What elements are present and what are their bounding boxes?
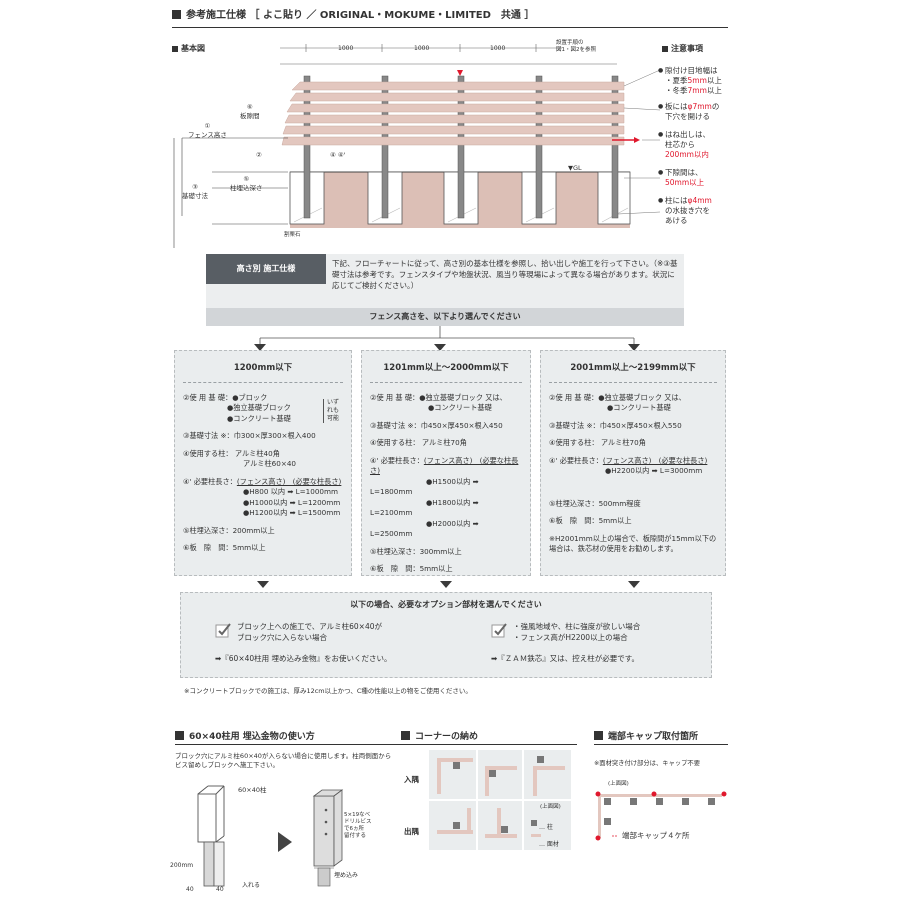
fence-diagram: [173, 44, 661, 248]
note-item: 板にはφ7mmの 下穴を開ける: [658, 102, 732, 122]
spec-size: ③基礎寸法 ※：巾450×厚450×根入550: [549, 420, 682, 430]
dim-note: 設置手順の 図1・図2を参照: [556, 40, 596, 53]
corner-top-view: (上面図): [540, 804, 561, 810]
spec-column-3: 2001mm以上～2199mm以下 ②使 用 基 礎：●独立基礎ブロック 又は、…: [540, 350, 726, 576]
column-title: 1201mm以上～2000mm以下: [370, 363, 522, 383]
corner-out-label: 出隅: [404, 827, 419, 836]
spec-embed: ⑤柱埋込深さ：200mm以上: [183, 525, 275, 535]
options-footnote: ※コンクリートブロックでの施工は、厚み12cm以上かつ、C種の性能以上の物をご使…: [184, 687, 472, 695]
cap-top-view: (上面図): [608, 781, 629, 787]
embed-title: 60×40柱用 埋込金物の使い方: [175, 729, 315, 742]
flow-connector: [254, 326, 640, 351]
spec-base: ②使 用 基 礎：●ブロック ●独立基礎ブロック ●コンクリート基礎 いずれも …: [183, 393, 343, 425]
spec-embed: ⑤柱埋込深さ：500mm程度: [549, 498, 641, 508]
spec-length: ④' 必要柱長さ：(フェンス高さ) (必要な柱長さ) ●H2200以内 ➡ L=…: [549, 455, 708, 476]
dim-40a: 40: [186, 886, 194, 893]
cap-caption: 端部キャップ４ケ所: [622, 831, 690, 840]
embed-screw-label: 5×19なべ ドリルビス で6ヵ所 留付する: [344, 812, 372, 839]
spec-size: ③基礎寸法 ※：巾450×厚450×根入450: [370, 420, 503, 430]
page-header: 参考施工仕様 ［ よこ貼り ／ ORIGINAL・MOKUME・LIMITED …: [172, 8, 728, 28]
spec-embed: ⑤柱埋込深さ：300mm以上: [370, 546, 462, 556]
spec-column-1: 1200mm以下 ②使 用 基 礎：●ブロック ●独立基礎ブロック ●コンクリー…: [174, 350, 352, 576]
note-item: 隙付け目地幅は ・夏季5mm以上 ・冬季7mm以上: [658, 66, 732, 96]
embed-insert-label: 入れる: [242, 882, 261, 889]
notes-square-icon: [662, 46, 668, 52]
check-icon: [491, 621, 509, 642]
corner-diagram: [429, 750, 571, 850]
spec-base: ②使 用 基 礎：●独立基礎ブロック 又は、 ●コンクリート基礎: [370, 392, 507, 413]
down-arrow-icon: [628, 581, 640, 588]
option-right: ・強風地域や、柱に強度が欲しい場合・フェンス高がH2200以上の場合: [513, 622, 641, 642]
page-title: 参考施工仕様 ［ よこ貼り ／ ORIGINAL・MOKUME・LIMITED …: [186, 10, 535, 21]
cap-note: ※面材突き付け部分は、キャップ不要: [594, 760, 701, 767]
option-left: ブロック上への施工で、アルミ柱60×40がブロック穴に入らない場合: [237, 622, 382, 642]
cap-title: 端部キャップ取付箇所: [594, 729, 698, 742]
notes-title: 注意事項: [662, 43, 703, 54]
corner-title: コーナーの納め: [401, 729, 478, 742]
header-square-icon: [172, 10, 181, 19]
spec-post: ④使用する柱： アルミ柱40角 アルミ柱60×40: [183, 448, 296, 469]
options-title: 以下の場合、必要なオプション部材を選んでください: [350, 600, 542, 609]
check-icon: [215, 621, 233, 642]
spec-gap: ⑥板 隙 間：5mm以上: [183, 543, 266, 552]
label-base-stone: 割栗石: [284, 232, 301, 238]
section-square-icon: [401, 731, 410, 740]
spec-gap: ⑥板 隙 間：5mm以上: [370, 564, 453, 573]
label-embed: ⑤ 柱埋込深さ: [230, 175, 263, 192]
spec-length: ④' 必要柱長さ：(フェンス高さ) (必要な柱長さ) ●H1500以内 ➡ L=…: [370, 455, 519, 539]
column-title: 2001mm以上～2199mm以下: [549, 363, 717, 383]
flow-tag: 高さ別 施工仕様: [206, 254, 326, 284]
section-square-icon: [172, 46, 178, 52]
dim-2: 1000: [414, 45, 430, 52]
embed-embed-label: 埋め込み: [334, 872, 359, 879]
base-note: いずれも 可能: [323, 398, 343, 423]
flow-text: 下記、フローチャートに従って、高さ別の基本仕様を参照し、拾い出しや施工を行って下…: [332, 259, 678, 290]
dim-3: 1000: [490, 45, 506, 52]
options-panel: 以下の場合、必要なオプション部材を選んでください ブロック上への施工で、アルミ柱…: [180, 592, 712, 678]
spec-post: ④使用する柱： アルミ柱70角: [370, 438, 467, 447]
section-square-icon: [594, 731, 603, 740]
label-length: ④ ④': [330, 151, 346, 159]
option-right-arrow: ➡『ＺＡＭ鉄芯』又は、控え柱が必要です。: [491, 654, 640, 663]
label-post: ②: [256, 151, 262, 159]
spec-note: ※H2001mm以上の場合で、板隙間が15mm以下の場合は、鉄芯材の使用をお勧め…: [549, 533, 717, 554]
spec-gap: ⑥板 隙 間：5mm以上: [549, 516, 632, 525]
flow-bar: フェンス高さを、以下より選んでください: [206, 308, 684, 326]
label-height: ① フェンス高さ: [188, 122, 227, 139]
note-item: 柱にはφ4mm の水抜き穴を あける: [658, 196, 732, 226]
label-gl: ▼GL: [568, 164, 582, 172]
dim-200: 200mm: [170, 862, 194, 869]
spec-size: ③基礎寸法 ※：巾300×厚300×根入400: [183, 431, 316, 440]
label-base: ③ 基礎寸法: [182, 183, 208, 200]
spec-column-2: 1201mm以上～2000mm以下 ②使 用 基 礎：●独立基礎ブロック 又は、…: [361, 350, 531, 576]
down-arrow-icon: [257, 581, 269, 588]
column-title: 1200mm以下: [183, 363, 343, 383]
spec-base: ②使 用 基 礎：●独立基礎ブロック 又は、 ●コンクリート基礎: [549, 392, 686, 413]
embed-hardware-illustration: [197, 785, 344, 887]
legend-panel: … 面材: [539, 841, 559, 848]
legend-post: … 柱: [539, 824, 553, 831]
diagram-section-label: 基本図: [172, 43, 205, 54]
embed-post-label: 60×40柱: [238, 786, 267, 794]
embed-desc: ブロック穴にアルミ柱60×40が入らない場合に使用します。柱両側面からビス留めし…: [175, 752, 392, 769]
dim-1: 1000: [338, 45, 354, 52]
corner-in-label: 入隅: [404, 775, 419, 784]
down-arrow-icon: [440, 581, 452, 588]
section-square-icon: [175, 731, 184, 740]
notes-list: 隙付け目地幅は ・夏季5mm以上 ・冬季7mm以上 板にはφ7mmの 下穴を開け…: [658, 66, 732, 226]
spec-post: ④使用する柱： アルミ柱70角: [549, 438, 646, 447]
option-left-arrow: ➡『60×40柱用 埋め込み金物』をお使いください。: [215, 654, 392, 663]
label-gap: ⑥ 板隙間: [240, 103, 260, 120]
dim-40b: 40: [216, 886, 224, 893]
cap-diagram: [595, 791, 727, 841]
spec-length: ④' 必要柱長さ：(フェンス高さ) (必要な柱長さ) ●H800 以内 ➡ L=…: [183, 476, 342, 518]
note-item: 下隙間は、 50mm以上: [658, 168, 732, 188]
note-item: はね出しは、 柱芯から 200mm以内: [658, 130, 732, 160]
